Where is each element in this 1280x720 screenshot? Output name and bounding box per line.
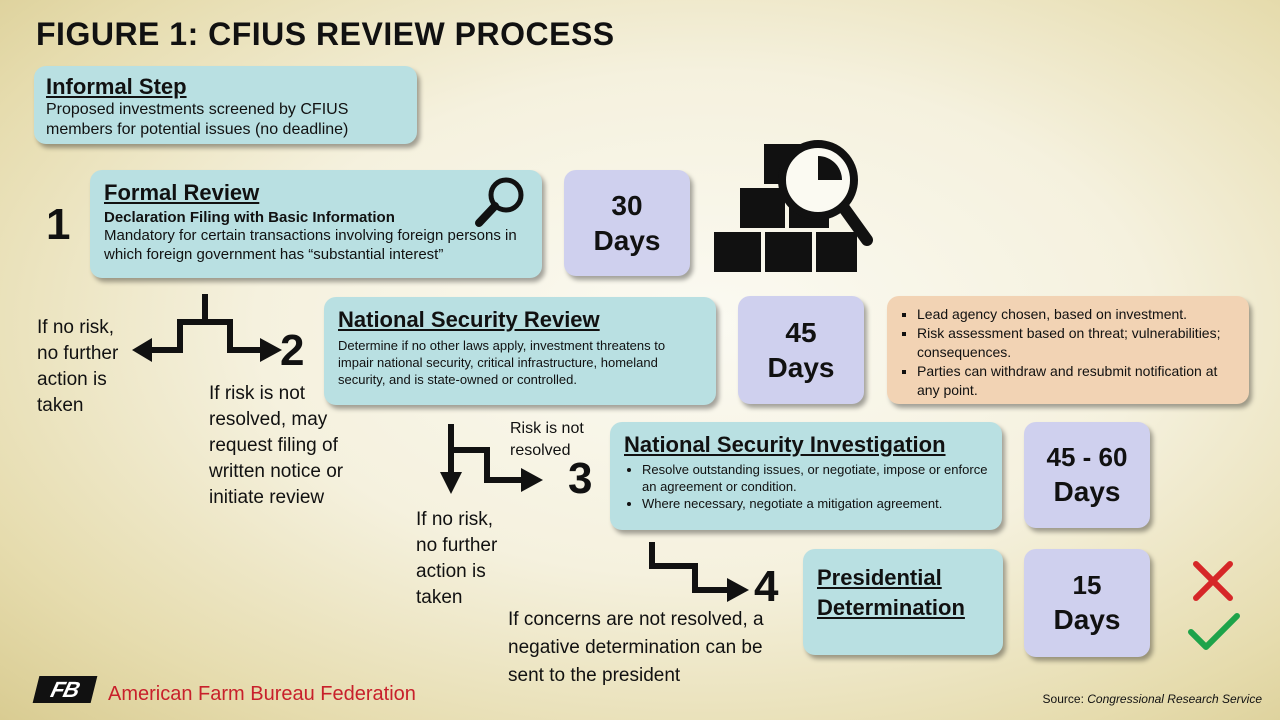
branch-arrow-step1: [132, 294, 282, 362]
review-note: Lead agency chosen, based on investment.: [917, 305, 1237, 324]
branch-arrow-step2: [440, 424, 543, 494]
step-4-number: 4: [754, 562, 779, 611]
informal-step-heading: Informal Step: [46, 74, 187, 99]
formal-review-subheading: Declaration Filing with Basic Informatio…: [104, 209, 395, 226]
review-note: Risk assessment based on threat; vulnera…: [917, 324, 1237, 362]
page-title: FIGURE 1: CFIUS REVIEW PROCESS: [36, 16, 615, 52]
formal-review-body: Mandatory for certain transactions invol…: [104, 227, 517, 263]
presidential-determination-heading-line1: Presidential: [817, 565, 942, 590]
step-2-number: 2: [280, 326, 305, 375]
national-security-investigation-days: 45 - 60 Days: [1024, 422, 1150, 528]
investigation-bullet: Where necessary, negotiate a mitigation …: [642, 495, 988, 512]
presidential-determination-days-value: 15: [1072, 570, 1102, 601]
afbf-logo-mark: FB: [32, 676, 98, 703]
formal-review-box: Formal Review Declaration Filing with Ba…: [90, 170, 542, 278]
national-security-investigation-heading: National Security Investigation: [624, 432, 946, 457]
review-note: Parties can withdraw and resubmit notifi…: [917, 362, 1237, 400]
formal-review-days-unit: Days: [593, 225, 661, 256]
step-3-number: 3: [568, 454, 593, 503]
boxes-magnifier-icon: [714, 140, 873, 272]
informal-step-body: Proposed investments screened by CFIUS m…: [46, 101, 349, 138]
national-security-review-days: 45 Days: [738, 296, 864, 404]
formal-review-heading: Formal Review: [104, 180, 260, 205]
presidential-determination-heading-line2: Determination: [817, 595, 965, 620]
presidential-determination-days: 15 Days: [1024, 549, 1150, 657]
national-security-review-body: Determine if no other laws apply, invest…: [338, 338, 666, 387]
magnifier-icon: [475, 177, 524, 227]
risk-unresolved-text-step2: If risk is not resolved, may request fil…: [209, 383, 344, 508]
presidential-determination-box: Presidential Determination: [803, 549, 1003, 655]
presidential-determination-days-unit: Days: [1053, 603, 1121, 635]
red-x-icon: [1193, 561, 1233, 601]
green-check-icon: [1188, 613, 1240, 650]
investigation-bullet: Resolve outstanding issues, or negotiate…: [642, 461, 988, 495]
national-security-review-heading: National Security Review: [338, 307, 600, 332]
no-risk-text-step2: If no risk, no further action is taken: [37, 317, 119, 416]
formal-review-days-value: 30: [611, 190, 643, 221]
step-1-number: 1: [46, 200, 71, 249]
formal-review-days: 30 Days: [564, 170, 690, 276]
arrow-step3-to-step4: [649, 542, 749, 602]
investigation-bullets: Resolve outstanding issues, or negotiate…: [624, 461, 988, 512]
national-security-investigation-days-value: 45 - 60: [1046, 442, 1128, 473]
source-label: Source:: [1042, 692, 1084, 706]
concern-text: If concerns are not resolved, a negative…: [508, 609, 764, 686]
informal-step-box: Informal Step Proposed investments scree…: [34, 66, 417, 144]
risk-unresolved-text-step3: Risk is not resolved: [510, 420, 584, 459]
no-risk-text-step3: If no risk, no further action is taken: [416, 509, 498, 608]
organization-name: American Farm Bureau Federation: [108, 683, 416, 705]
national-security-review-box: National Security Review Determine if no…: [324, 297, 716, 405]
source-line: Source: Congressional Research Service: [1043, 692, 1262, 706]
national-security-investigation-days-unit: Days: [1053, 475, 1121, 507]
national-security-review-days-unit: Days: [767, 352, 835, 383]
national-security-review-days-value: 45: [785, 317, 817, 348]
review-notes-list: Lead agency chosen, based on investment.…: [899, 305, 1237, 400]
national-security-investigation-box: National Security Investigation Resolve …: [610, 422, 1002, 530]
afbf-logo-lettering: FB: [48, 677, 82, 702]
source-value: Congressional Research Service: [1087, 692, 1262, 706]
review-notes-box: Lead agency chosen, based on investment.…: [887, 296, 1249, 404]
